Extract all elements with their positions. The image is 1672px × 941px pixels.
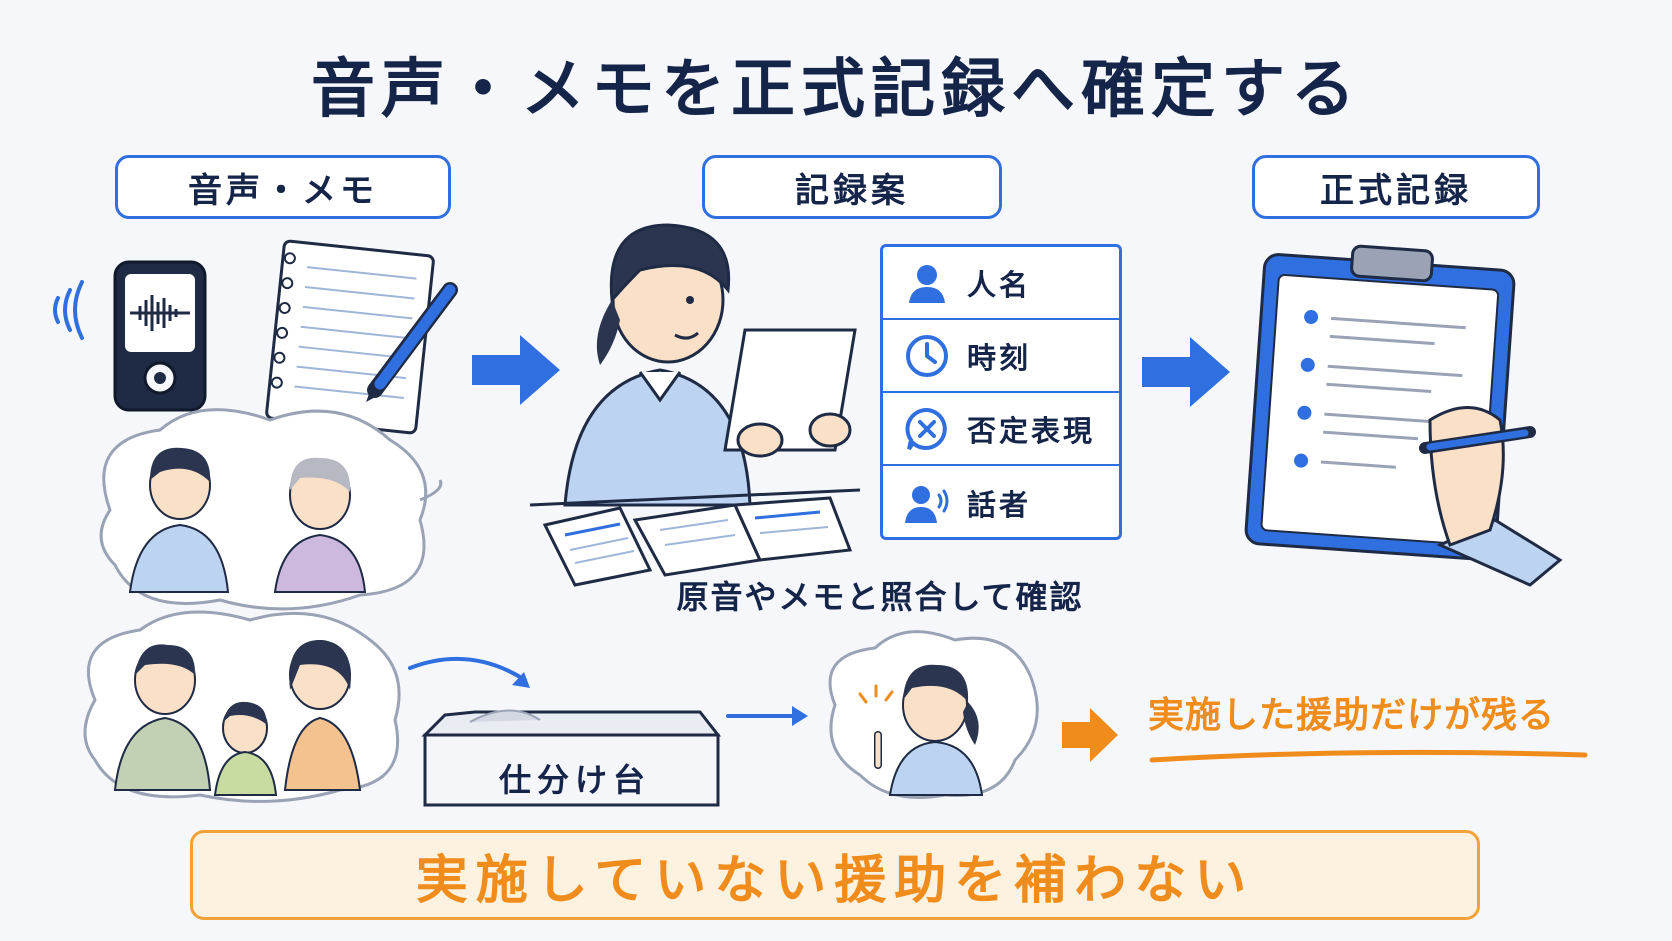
- checklist-label: 否定表現: [967, 413, 1096, 448]
- checklist-panel: 人名 時刻 否定表現 話者: [880, 244, 1122, 540]
- sorting-tray-icon: [421, 709, 722, 807]
- arrow-right-icon: [1142, 337, 1230, 407]
- verification-caption: 原音やメモと照合して確認: [676, 578, 1084, 616]
- clock-icon: [906, 334, 948, 377]
- open-book-icon: [632, 496, 853, 577]
- tray-label: 仕分け台: [498, 761, 651, 799]
- writing-hand-icon: [1419, 406, 1563, 587]
- arrow-right-icon: [472, 335, 560, 405]
- speaker-icon: [905, 485, 949, 523]
- conversation-bubble-illustration: [99, 408, 443, 611]
- idea-bubble-illustration: [828, 630, 1039, 799]
- curved-arrow-icon: [408, 656, 527, 682]
- reviewer-person-illustration: [563, 223, 857, 507]
- x-circle-icon: [905, 407, 947, 450]
- checklist-item-person-name: 人名: [883, 247, 1119, 320]
- pen-icon: [366, 282, 458, 402]
- notebook-icon: [265, 239, 435, 435]
- orange-arrow-icon: [1062, 708, 1118, 762]
- person-icon: [909, 264, 945, 303]
- checklist-label: 話者: [967, 487, 1032, 522]
- orange-underline: [1149, 749, 1588, 763]
- stage-draft: 記録案: [702, 155, 1002, 219]
- result-text: 実施した援助だけが残る: [1148, 695, 1556, 736]
- checklist-label: 時刻: [967, 340, 1032, 375]
- sound-wave-icon: [53, 280, 84, 340]
- checklist-label: 人名: [967, 267, 1032, 302]
- bottom-banner: 実施していない援助を補わない: [190, 830, 1480, 920]
- stage-official: 正式記録: [1252, 155, 1540, 219]
- family-bubble-illustration: [83, 610, 401, 803]
- voice-recorder-icon: [113, 260, 207, 412]
- checklist-item-time: 時刻: [883, 320, 1119, 393]
- stage-voice-memo: 音声・メモ: [115, 155, 451, 219]
- checklist-item-negation: 否定表現: [883, 393, 1119, 466]
- checklist-item-speaker: 話者: [883, 466, 1119, 539]
- page-title: 音声・メモを正式記録へ確定する: [311, 53, 1361, 127]
- book-icon: [542, 506, 653, 587]
